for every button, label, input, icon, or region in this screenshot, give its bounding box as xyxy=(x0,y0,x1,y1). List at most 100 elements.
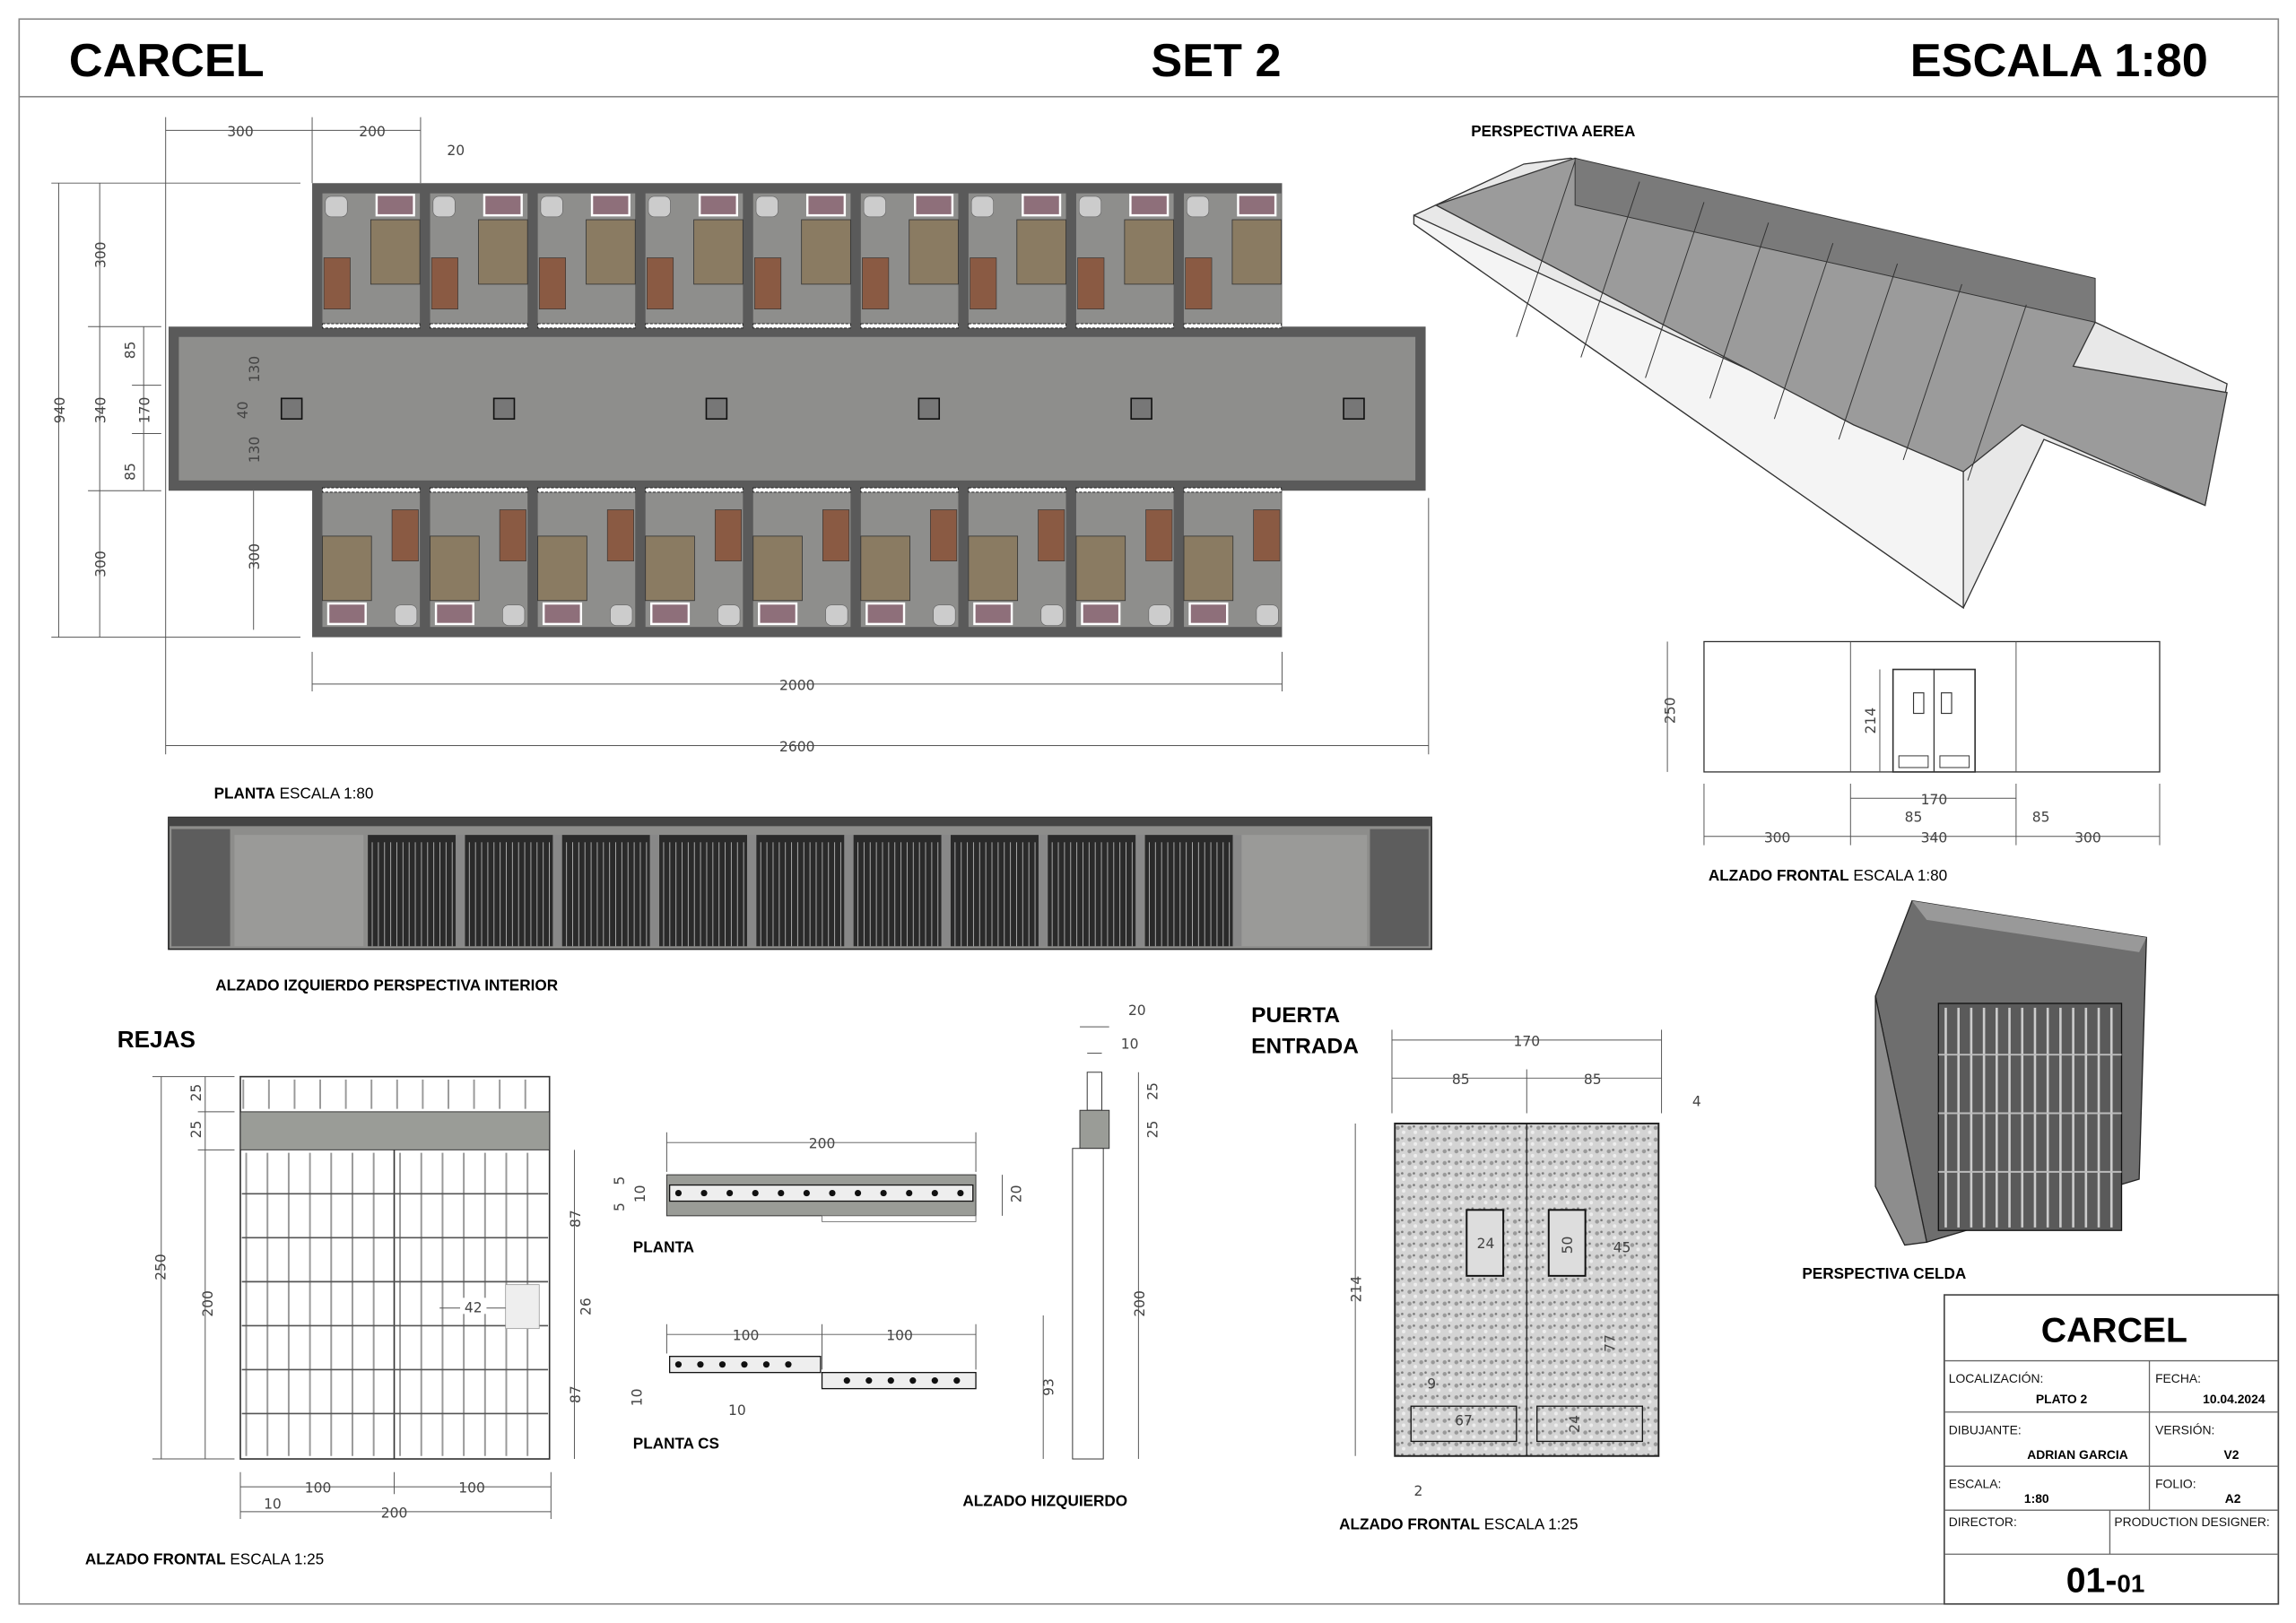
bar-section xyxy=(752,1189,759,1197)
toilet-icon xyxy=(1148,604,1171,626)
cell-grille xyxy=(1048,835,1136,947)
dim-label: 10 xyxy=(728,1402,746,1419)
bar-section xyxy=(931,1377,938,1384)
cell-bars-icon xyxy=(537,487,636,493)
sheet-border xyxy=(18,18,2280,1605)
toilet-icon xyxy=(1040,604,1064,626)
drafter-value: ADRIAN GARCIA xyxy=(2027,1447,2128,1462)
dim-label: 100 xyxy=(458,1480,485,1497)
scale-label: ESCALA: xyxy=(1949,1477,2002,1491)
front-elevation-label: ALZADO FRONTAL ESCALA 1:80 xyxy=(1709,866,1947,884)
bar-section xyxy=(674,1361,683,1368)
version-value: V2 xyxy=(2224,1447,2239,1462)
cell-bars-icon xyxy=(430,323,528,329)
aerial-cells xyxy=(1516,161,2027,481)
toilet-icon xyxy=(395,604,418,626)
dim-label: 10 xyxy=(630,1389,646,1407)
dim-label: 5 xyxy=(612,1202,628,1211)
desk-icon xyxy=(391,509,419,561)
dim-label: 26 xyxy=(578,1298,594,1315)
dim-label: 100 xyxy=(305,1480,332,1497)
pillar xyxy=(1343,397,1365,421)
pillow-icon xyxy=(1081,602,1121,626)
toilet-icon xyxy=(1256,604,1279,626)
bed-icon xyxy=(752,535,803,602)
dim-label: 214 xyxy=(1349,1276,1365,1303)
date-label: FECHA: xyxy=(2155,1371,2201,1385)
cell-bars-icon xyxy=(321,487,421,493)
bar-section xyxy=(697,1361,704,1368)
bed-icon xyxy=(370,219,421,285)
bed-icon xyxy=(1016,219,1066,285)
bar-section xyxy=(718,1361,726,1368)
bar-section xyxy=(865,1377,873,1384)
dim-label: 170 xyxy=(137,397,153,424)
toilet-icon xyxy=(325,195,348,218)
folio-value: A2 xyxy=(2225,1491,2241,1506)
bar-section xyxy=(953,1377,961,1384)
pillow-icon xyxy=(1188,602,1229,626)
toilet-icon xyxy=(755,195,778,218)
desk-icon xyxy=(499,509,526,561)
desk-icon xyxy=(754,257,782,310)
bed-icon xyxy=(478,219,528,285)
dim-label: 42 xyxy=(465,1300,483,1316)
desk-icon xyxy=(323,257,351,310)
dim-label: 85 xyxy=(1905,809,1923,825)
designer-label: PRODUCTION DESIGNER: xyxy=(2114,1515,2269,1529)
aerial-cell-wall xyxy=(1580,181,1640,358)
sheet-number: 01-01 xyxy=(2066,1562,2145,1601)
alzado-hizquierdo-label: ALZADO HIZQUIERDO xyxy=(962,1491,1127,1509)
dim-label: 25 xyxy=(1145,1082,1161,1100)
dim-label: 250 xyxy=(153,1254,170,1280)
desk-icon xyxy=(822,509,850,561)
header-title: CARCEL xyxy=(69,35,265,87)
dim-label: 25 xyxy=(1145,1121,1161,1139)
bar-section xyxy=(785,1361,792,1368)
pillow-icon xyxy=(649,602,691,626)
cell-bars-icon xyxy=(1183,323,1283,329)
bed-icon xyxy=(645,535,695,602)
cell-grille xyxy=(561,835,650,947)
aerial-cell-wall xyxy=(1516,161,1576,337)
scale-value: 1:80 xyxy=(2024,1491,2049,1506)
dim-label: 24 xyxy=(1477,1236,1495,1252)
dim-label: 940 xyxy=(52,397,68,424)
pillow-icon xyxy=(758,602,798,626)
cell-bars-icon xyxy=(537,323,636,329)
planta-detail: 200 5 10 5 20 xyxy=(612,1132,1025,1222)
header-set: SET 2 xyxy=(1151,35,1281,87)
dim-label: 25 xyxy=(188,1084,204,1102)
toilet-icon xyxy=(540,195,563,218)
dim-label: 200 xyxy=(1132,1290,1148,1317)
cell-grille xyxy=(465,835,553,947)
planta-cs-label: PLANTA CS xyxy=(633,1435,719,1453)
desk-icon xyxy=(1253,509,1281,561)
toilet-icon xyxy=(1078,195,1102,218)
date-value: 10.04.2024 xyxy=(2203,1392,2266,1406)
planta-dots xyxy=(674,1189,964,1197)
bar-section xyxy=(829,1189,836,1197)
dim-label: 2 xyxy=(1413,1483,1422,1499)
pillow-icon xyxy=(1022,194,1062,217)
cell-bars-icon xyxy=(1183,487,1283,493)
dim-label: 170 xyxy=(1513,1033,1540,1049)
cell-bars-icon xyxy=(430,487,528,493)
aerial-cell-wall xyxy=(1967,304,2027,481)
cell-bars xyxy=(1938,1007,2122,1228)
desk-icon xyxy=(1077,257,1105,310)
bar-section xyxy=(843,1377,850,1384)
bar-section xyxy=(803,1189,810,1197)
pillow-icon xyxy=(590,194,631,217)
bed-icon xyxy=(801,219,851,285)
title-block: CARCEL LOCALIZACIÓN: PLATO 2 FECHA: 10.0… xyxy=(1944,1294,2280,1605)
cs-dots xyxy=(674,1361,961,1384)
dim-label: 40 xyxy=(235,402,251,420)
divider-wall xyxy=(552,835,562,947)
pillow-icon xyxy=(326,602,367,626)
alzado-hizquierdo-detail: 20 10 25 25 200 93 xyxy=(1041,1002,1161,1460)
bed-icon xyxy=(322,535,372,602)
bar-section xyxy=(726,1189,734,1197)
planta-label: PLANTA xyxy=(633,1238,694,1256)
